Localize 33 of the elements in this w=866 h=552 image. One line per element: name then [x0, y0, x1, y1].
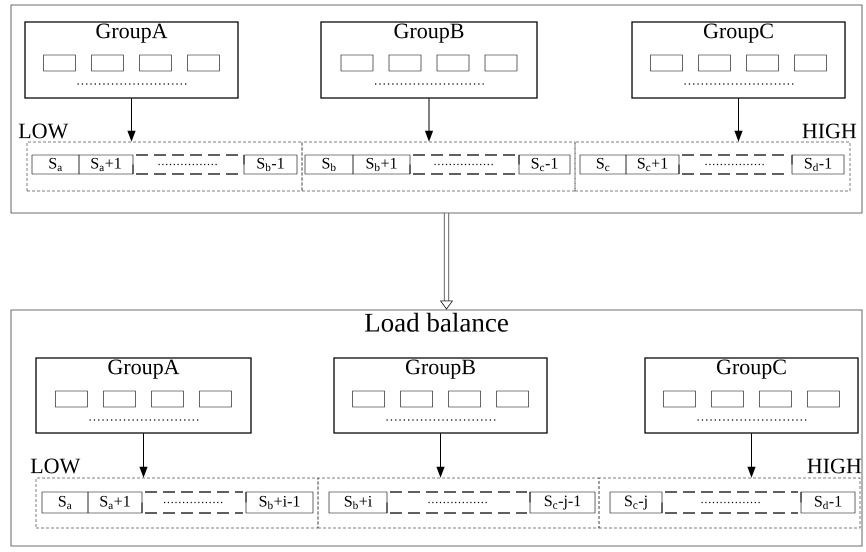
server-cell: S$_{b}$+i [328, 492, 388, 514]
panel-box [10, 4, 862, 214]
group-box: GroupC [644, 357, 859, 434]
range-box [302, 142, 576, 192]
server-cell: S$_{b}$+i-1 [246, 492, 314, 514]
range-box [26, 142, 302, 192]
server-cell: S$_{c}$-j [610, 492, 662, 514]
server-cell: S$_{a}$+1 [88, 492, 142, 514]
scale-label: LOW [30, 458, 80, 474]
range-box [318, 478, 600, 528]
group-box: GroupB [333, 357, 548, 434]
range-box [574, 142, 850, 192]
range-box [36, 478, 318, 528]
scale-label: HIGH [802, 124, 856, 138]
group-box: GroupA [35, 357, 252, 434]
server-cell: S$_{c}$-j-1 [530, 492, 596, 514]
server-cell: S$_{a}$ [42, 492, 88, 514]
server-cell: S$_{c}$+1 [626, 154, 680, 174]
range-box [598, 478, 860, 528]
server-cell: S$_{c}$-1 [518, 154, 570, 174]
server-cell: S$_{d}$-1 [792, 154, 844, 174]
server-cell: S$_{b}$+1 [352, 154, 410, 174]
server-cell: S$_{a}$ [32, 154, 80, 174]
group-box: GroupA [24, 21, 239, 99]
server-cell: S$_{b}$-1 [244, 154, 298, 174]
group-box: GroupB [320, 21, 538, 99]
group-box: GroupC [631, 21, 846, 99]
scale-label: HIGH [807, 458, 862, 474]
server-cell: S$_{a}$+1 [78, 154, 134, 174]
scale-label: LOW [18, 124, 68, 138]
server-cell: S$_{c}$ [580, 154, 626, 174]
server-cell: S$_{d}$-1 [800, 492, 856, 514]
server-cell: S$_{b}$ [304, 154, 354, 174]
